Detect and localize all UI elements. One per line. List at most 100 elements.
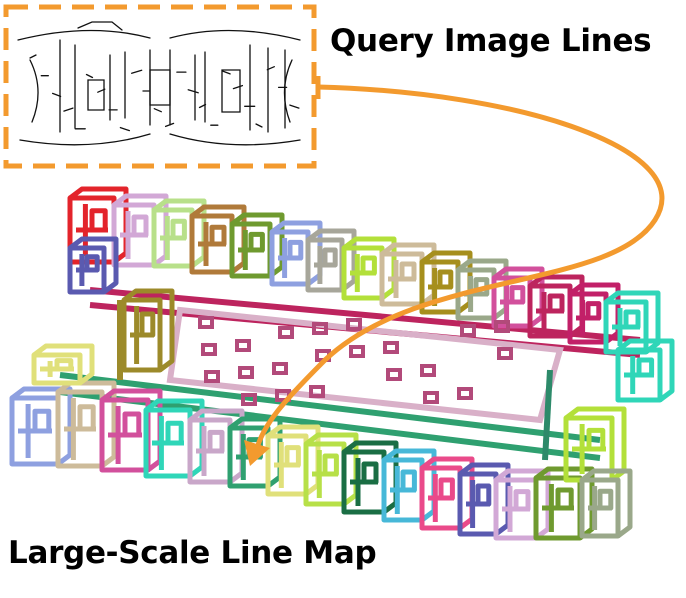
room-back-edges	[604, 290, 661, 354]
room-furniture	[509, 285, 526, 305]
room-front-face	[579, 477, 621, 539]
room-back-edges	[68, 236, 119, 294]
room-furniture	[438, 477, 455, 501]
room-front-face	[31, 352, 83, 386]
room-furniture	[131, 214, 149, 238]
bottom-row-room	[341, 440, 399, 515]
room-furniture	[284, 445, 301, 468]
panorama-detail-line	[29, 54, 37, 59]
hall-fragment	[278, 326, 294, 339]
panorama-detail-line	[164, 122, 175, 128]
panorama-lamp	[77, 21, 123, 31]
room-back-edges	[380, 242, 437, 306]
room-furniture	[585, 301, 602, 321]
panorama-floor-curve	[19, 133, 151, 146]
room-furniture	[636, 357, 655, 378]
hall-fragment	[346, 318, 362, 331]
room-furniture	[322, 247, 338, 268]
panorama-detail-line	[153, 108, 162, 113]
line-map-label: Large-Scale Line Map	[8, 535, 377, 571]
room-back-edges	[152, 198, 207, 268]
room-back-edges	[564, 406, 627, 482]
room-front-face	[67, 245, 107, 295]
room-back-edges	[122, 288, 175, 372]
room-back-edges	[10, 386, 73, 466]
top-row-room	[603, 290, 661, 355]
line-map	[9, 186, 675, 541]
hall-fragment	[204, 370, 220, 383]
top-row-room	[229, 212, 285, 279]
room-back-edges	[112, 193, 169, 267]
bottom-row-room	[579, 468, 633, 539]
panorama-detail-line	[266, 66, 275, 71]
room-furniture	[623, 309, 641, 330]
query-image-dashed-frame	[3, 4, 317, 169]
panorama-detail-line	[198, 103, 207, 109]
room-back-edges	[534, 466, 595, 540]
panorama-floor-curve	[169, 133, 301, 146]
room-back-edges	[144, 398, 205, 478]
room-back-edges	[188, 408, 245, 484]
panorama-detail-line	[187, 89, 199, 94]
room-furniture	[207, 429, 225, 454]
room-back-edges	[382, 448, 437, 522]
hall-fragment	[386, 368, 402, 381]
room-back-edges	[458, 462, 511, 536]
panorama-detail-line	[131, 69, 143, 74]
panorama-detail-line	[51, 92, 62, 98]
room-furniture	[555, 487, 574, 511]
top-row-room	[527, 274, 585, 339]
hall-fragment	[198, 316, 214, 329]
room-back-edges	[342, 440, 399, 514]
room-front-face	[121, 297, 163, 373]
bottom-row-room	[563, 406, 627, 483]
hall-fragment	[238, 366, 254, 379]
right-connector	[542, 369, 553, 461]
panorama-detail-line	[289, 104, 300, 109]
panorama-side-curves	[29, 59, 293, 123]
localization-arrow	[244, 76, 665, 466]
room-back-edges	[580, 468, 633, 538]
room-furniture	[360, 255, 377, 276]
room-furniture	[400, 469, 417, 493]
room-furniture	[54, 358, 74, 372]
room-furniture	[361, 461, 379, 485]
query-image-panel	[3, 4, 317, 169]
room-back-edges	[270, 220, 323, 286]
hall-fragment	[497, 347, 513, 360]
arrow-curve	[253, 84, 665, 455]
bottom-row-room	[265, 424, 321, 497]
room-front-face	[615, 347, 663, 403]
room-back-edges	[568, 282, 621, 344]
panorama-right-edges	[249, 44, 286, 133]
room-furniture	[122, 411, 142, 438]
bottom-row-room	[533, 466, 595, 541]
olive-stair-room	[121, 288, 175, 373]
teal-end-room	[615, 338, 675, 403]
yellow-outline-room	[31, 343, 95, 386]
room-furniture	[547, 293, 565, 314]
panorama-corridor-edges	[149, 49, 206, 126]
panorama-detail-line	[232, 84, 244, 90]
room-furniture	[399, 261, 417, 282]
room-furniture	[586, 427, 606, 452]
hall-fragment	[312, 322, 328, 335]
bottom-row-room	[303, 432, 359, 507]
room-back-edges	[306, 228, 357, 292]
room-back-edges	[420, 456, 475, 530]
hall-fragment	[494, 320, 510, 333]
hall-fragment	[272, 362, 288, 375]
panorama-ceiling-curve	[169, 29, 301, 41]
room-back-edges	[456, 258, 509, 320]
room-furniture	[89, 208, 108, 233]
hall-fragment	[420, 364, 436, 377]
room-back-edges	[230, 212, 285, 278]
panorama-detail-line	[119, 126, 131, 132]
room-furniture	[165, 420, 184, 446]
panorama-door-edges	[59, 39, 126, 133]
panorama-far-door	[149, 69, 171, 106]
room-furniture	[84, 254, 100, 273]
room-back-edges	[342, 236, 397, 300]
hall-fragment	[460, 324, 476, 337]
top-row-room	[111, 193, 169, 268]
